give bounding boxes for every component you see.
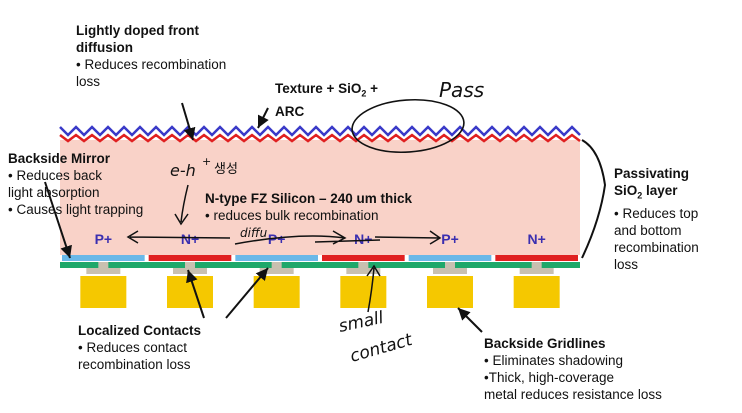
backside-gridline-finger xyxy=(167,276,213,308)
silicon-title: N-type FZ Silicon – 240 um thick xyxy=(205,191,413,206)
doping-label: N+ xyxy=(181,231,199,247)
passivating-b3: recombination xyxy=(614,239,699,255)
backside-mirror-label: Backside Mirror • Reduces back light abs… xyxy=(8,150,143,218)
localized-contacts-title: Localized Contacts xyxy=(78,323,202,338)
doping-label: P+ xyxy=(441,231,459,247)
hand-small: small xyxy=(337,308,386,337)
contact-cap xyxy=(519,268,554,274)
gridlines-label: Backside Gridlines • Eliminates shadowin… xyxy=(484,335,662,403)
passivating-title2: SiO2 layer xyxy=(614,183,678,201)
localized-contacts-b1: • Reduces contact xyxy=(78,340,188,355)
hand-diffu: diffu xyxy=(240,226,268,240)
hand-pass: Pass xyxy=(439,78,484,102)
hand-arrow-eh-down xyxy=(174,184,189,226)
texture-line2: ARC xyxy=(275,103,305,119)
passivating-bracket xyxy=(581,139,607,259)
hand-pass-circle xyxy=(351,98,465,154)
front-diffusion-bullet: • Reduces recombination xyxy=(76,57,227,72)
silicon-bullet: • reduces bulk recombination xyxy=(205,208,379,223)
hand-small-contact-arrow xyxy=(366,264,381,313)
gridlines-b3: metal reduces resistance loss xyxy=(484,387,662,402)
silicon-label: N-type FZ Silicon – 240 um thick • reduc… xyxy=(205,190,412,224)
doping-labels: P+ N+ P+ N+ P+ N+ xyxy=(95,231,546,247)
backside-gridline-finger xyxy=(340,276,387,308)
hand-korean: 생성 xyxy=(214,162,238,177)
passivating-b1: • Reduces top xyxy=(614,205,699,221)
texture-layer-blue xyxy=(59,125,581,137)
contact-cap xyxy=(259,268,294,274)
front-diffusion-arrow xyxy=(181,102,196,141)
front-diffusion-bullet-cont: loss xyxy=(76,74,101,89)
contact-cap xyxy=(433,268,467,274)
gridlines-arrow xyxy=(457,307,483,333)
passivating-b4: loss xyxy=(614,256,639,272)
contact-cap xyxy=(346,268,381,274)
doping-label: N+ xyxy=(528,231,546,247)
doping-label: P+ xyxy=(268,231,286,247)
backside-passivation-layer xyxy=(60,262,580,268)
backside-mirror-arrow xyxy=(44,181,72,259)
backside-mirror-b3: • Causes light trapping xyxy=(8,202,144,217)
localized-contacts-arrow-2 xyxy=(225,267,269,319)
backside-mirror-b2: light absorption xyxy=(8,185,100,200)
hand-arrow-mid xyxy=(234,230,381,245)
gridlines-title: Backside Gridlines xyxy=(484,336,606,351)
localized-contacts-label: Localized Contacts • Reduces contact rec… xyxy=(78,322,201,373)
gridlines-b2: •Thick, high-coverage xyxy=(484,370,615,385)
n-plus-region xyxy=(322,255,405,261)
front-diffusion-title: Lightly doped front xyxy=(76,23,199,38)
backside-mirror-title: Backside Mirror xyxy=(8,151,111,166)
doping-label: N+ xyxy=(354,231,372,247)
passivating-label: Passivating SiO2 layer • Reduces top and… xyxy=(614,165,699,273)
front-diffusion-title2: diffusion xyxy=(76,40,133,55)
texture-layer-red xyxy=(59,133,581,143)
texture-label: Texture + SiO2 + ARC xyxy=(275,80,378,120)
texture-line1: Texture + SiO2 + xyxy=(275,81,379,99)
hand-contact: contact xyxy=(348,330,416,367)
n-plus-region xyxy=(495,255,578,261)
passivating-b2: and bottom xyxy=(614,222,682,238)
localized-contacts-b2: recombination loss xyxy=(78,357,191,372)
n-plus-region xyxy=(148,255,232,261)
p-plus-region xyxy=(235,255,318,261)
hand-arrow-right xyxy=(374,230,442,245)
contact-cap xyxy=(86,268,121,274)
hand-eh-sup: + xyxy=(202,155,211,168)
contacts xyxy=(80,262,560,308)
front-diffusion-label: Lightly doped front diffusion • Reduces … xyxy=(76,22,226,90)
backside-mirror-b1: • Reduces back xyxy=(8,168,103,183)
doped-regions xyxy=(62,255,578,261)
p-plus-region xyxy=(408,255,492,261)
backside-gridline-finger xyxy=(513,276,560,308)
localized-contacts-arrow-1 xyxy=(186,269,205,319)
doping-label: P+ xyxy=(95,231,113,247)
gridlines-b1: • Eliminates shadowing xyxy=(484,353,624,368)
p-plus-region xyxy=(62,255,145,261)
backside-gridline-finger xyxy=(253,276,300,308)
texture-arrow xyxy=(257,107,269,129)
backside-gridline-finger xyxy=(80,276,127,308)
hand-arrow-left xyxy=(126,230,231,244)
passivating-title1: Passivating xyxy=(614,166,690,181)
backside-gridline-finger xyxy=(427,276,473,308)
hand-eh: e-h xyxy=(170,161,196,180)
